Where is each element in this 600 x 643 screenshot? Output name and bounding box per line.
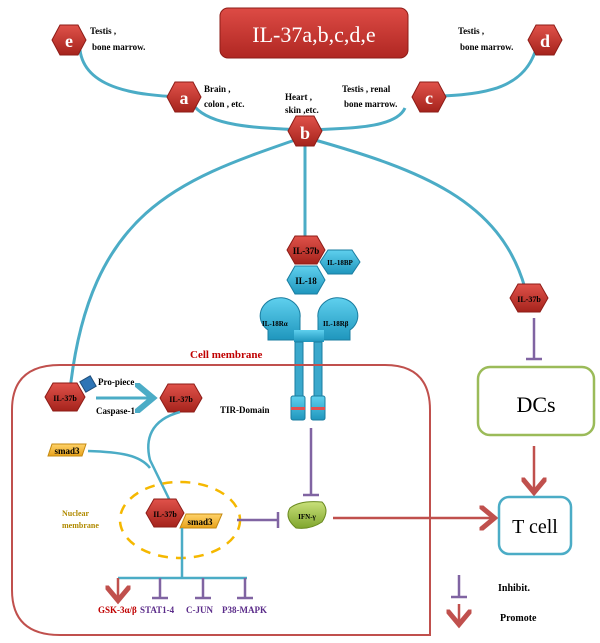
svg-text:Brain ,: Brain , — [204, 84, 231, 94]
nuclear-connectors — [87, 410, 181, 506]
svg-text:bone marrow.: bone marrow. — [460, 42, 513, 52]
svg-text:TIR-Domain: TIR-Domain — [220, 405, 270, 415]
target-stat — [152, 578, 168, 600]
svg-text:Nuclear: Nuclear — [62, 509, 90, 518]
pro-piece: Pro-piece — [79, 375, 134, 393]
svg-text:IL-37b: IL-37b — [293, 246, 320, 256]
external-il37b: IL-37b — [509, 283, 549, 313]
pre-il37b: IL-37b — [44, 382, 86, 412]
mature-il37b: IL-37b — [159, 383, 203, 413]
svg-text:b: b — [300, 123, 310, 143]
svg-text:IL-18: IL-18 — [295, 276, 317, 286]
isoform-e: e Testis , bone marrow. — [51, 24, 145, 56]
svg-text:c: c — [425, 88, 433, 108]
svg-text:IL-37b: IL-37b — [169, 395, 193, 404]
svg-text:IL-18BP: IL-18BP — [327, 259, 353, 267]
inhibit-dcs — [526, 318, 542, 361]
title-banner: IL-37a,b,c,d,e — [219, 7, 409, 59]
isoform-b: b Heart , skin ,etc. — [285, 92, 323, 147]
svg-text:Cell membrane: Cell membrane — [190, 349, 263, 361]
svg-text:IL-18Rβ: IL-18Rβ — [323, 320, 349, 328]
target-label-p38: P38-MAPK — [222, 605, 267, 615]
svg-text:Heart ,: Heart , — [285, 92, 312, 102]
il18-receptor: IL-18Rα IL-18Rβ — [259, 297, 359, 399]
svg-text:bone marrow.: bone marrow. — [344, 99, 397, 109]
inhibit-ifn — [237, 428, 319, 528]
svg-text:bone marrow.: bone marrow. — [92, 42, 145, 52]
svg-text:e: e — [65, 31, 73, 51]
svg-text:skin ,etc.: skin ,etc. — [285, 105, 319, 115]
isoform-d: d Testis , bone marrow. — [458, 24, 563, 56]
il37b-complex-hex: IL-37b — [286, 235, 326, 265]
target-branches — [118, 528, 247, 580]
svg-text:smad3: smad3 — [187, 517, 213, 527]
legend-promote-label: Promote — [500, 613, 537, 624]
cell-membrane: Cell membrane — [11, 349, 431, 636]
isoform-a: a Brain , colon , etc. — [166, 81, 245, 113]
smad3-bound: smad3 — [179, 513, 223, 529]
ifn-gamma: IFN-γ — [287, 501, 327, 529]
svg-text:DCs: DCs — [516, 392, 555, 417]
svg-text:Caspase-1: Caspase-1 — [96, 406, 136, 416]
dcs-box: DCs — [476, 365, 596, 437]
tcell-box: T cell — [497, 495, 573, 556]
il18bp-hex: IL-18BP — [319, 249, 361, 275]
svg-text:IL-37b: IL-37b — [53, 394, 77, 403]
target-label-cjun: C-JUN — [186, 605, 213, 615]
svg-text:T cell: T cell — [512, 516, 558, 538]
svg-text:membrane: membrane — [62, 521, 99, 530]
il18-hex: IL-18 — [286, 265, 326, 295]
smad3-free: smad3 — [47, 443, 87, 457]
svg-text:Testis ,: Testis , — [90, 26, 116, 36]
svg-text:Pro-piece: Pro-piece — [98, 377, 134, 387]
svg-text:IL-37b: IL-37b — [517, 295, 541, 304]
svg-text:IFN-γ: IFN-γ — [298, 513, 316, 521]
svg-text:IL-18Rα: IL-18Rα — [262, 320, 288, 328]
svg-text:d: d — [540, 31, 550, 51]
svg-text:Testis ,: Testis , — [458, 26, 484, 36]
target-cjun — [195, 578, 211, 600]
isoform-c: c Testis , renal bone marrow. — [342, 81, 447, 113]
target-p38 — [237, 578, 253, 600]
legend-inhibit-label: Inhibit. — [498, 583, 530, 594]
caspase-arrow: Caspase-1 — [96, 398, 150, 416]
target-label-gsk: GSK-3α/β — [98, 605, 137, 615]
tir-domain: TIR-Domain — [220, 395, 326, 421]
svg-text:a: a — [180, 88, 189, 108]
target-label-stat: STAT1-4 — [140, 605, 175, 615]
title-text: IL-37a,b,c,d,e — [252, 22, 375, 47]
svg-text:Testis , renal: Testis , renal — [342, 84, 391, 94]
legend-inhibit-icon — [451, 575, 467, 599]
legend: Inhibit. Promote — [451, 575, 537, 624]
nuclear-il37b: IL-37b — [145, 498, 185, 528]
svg-text:smad3: smad3 — [54, 446, 80, 456]
svg-text:colon , etc.: colon , etc. — [204, 99, 245, 109]
svg-text:IL-37b: IL-37b — [153, 510, 177, 519]
